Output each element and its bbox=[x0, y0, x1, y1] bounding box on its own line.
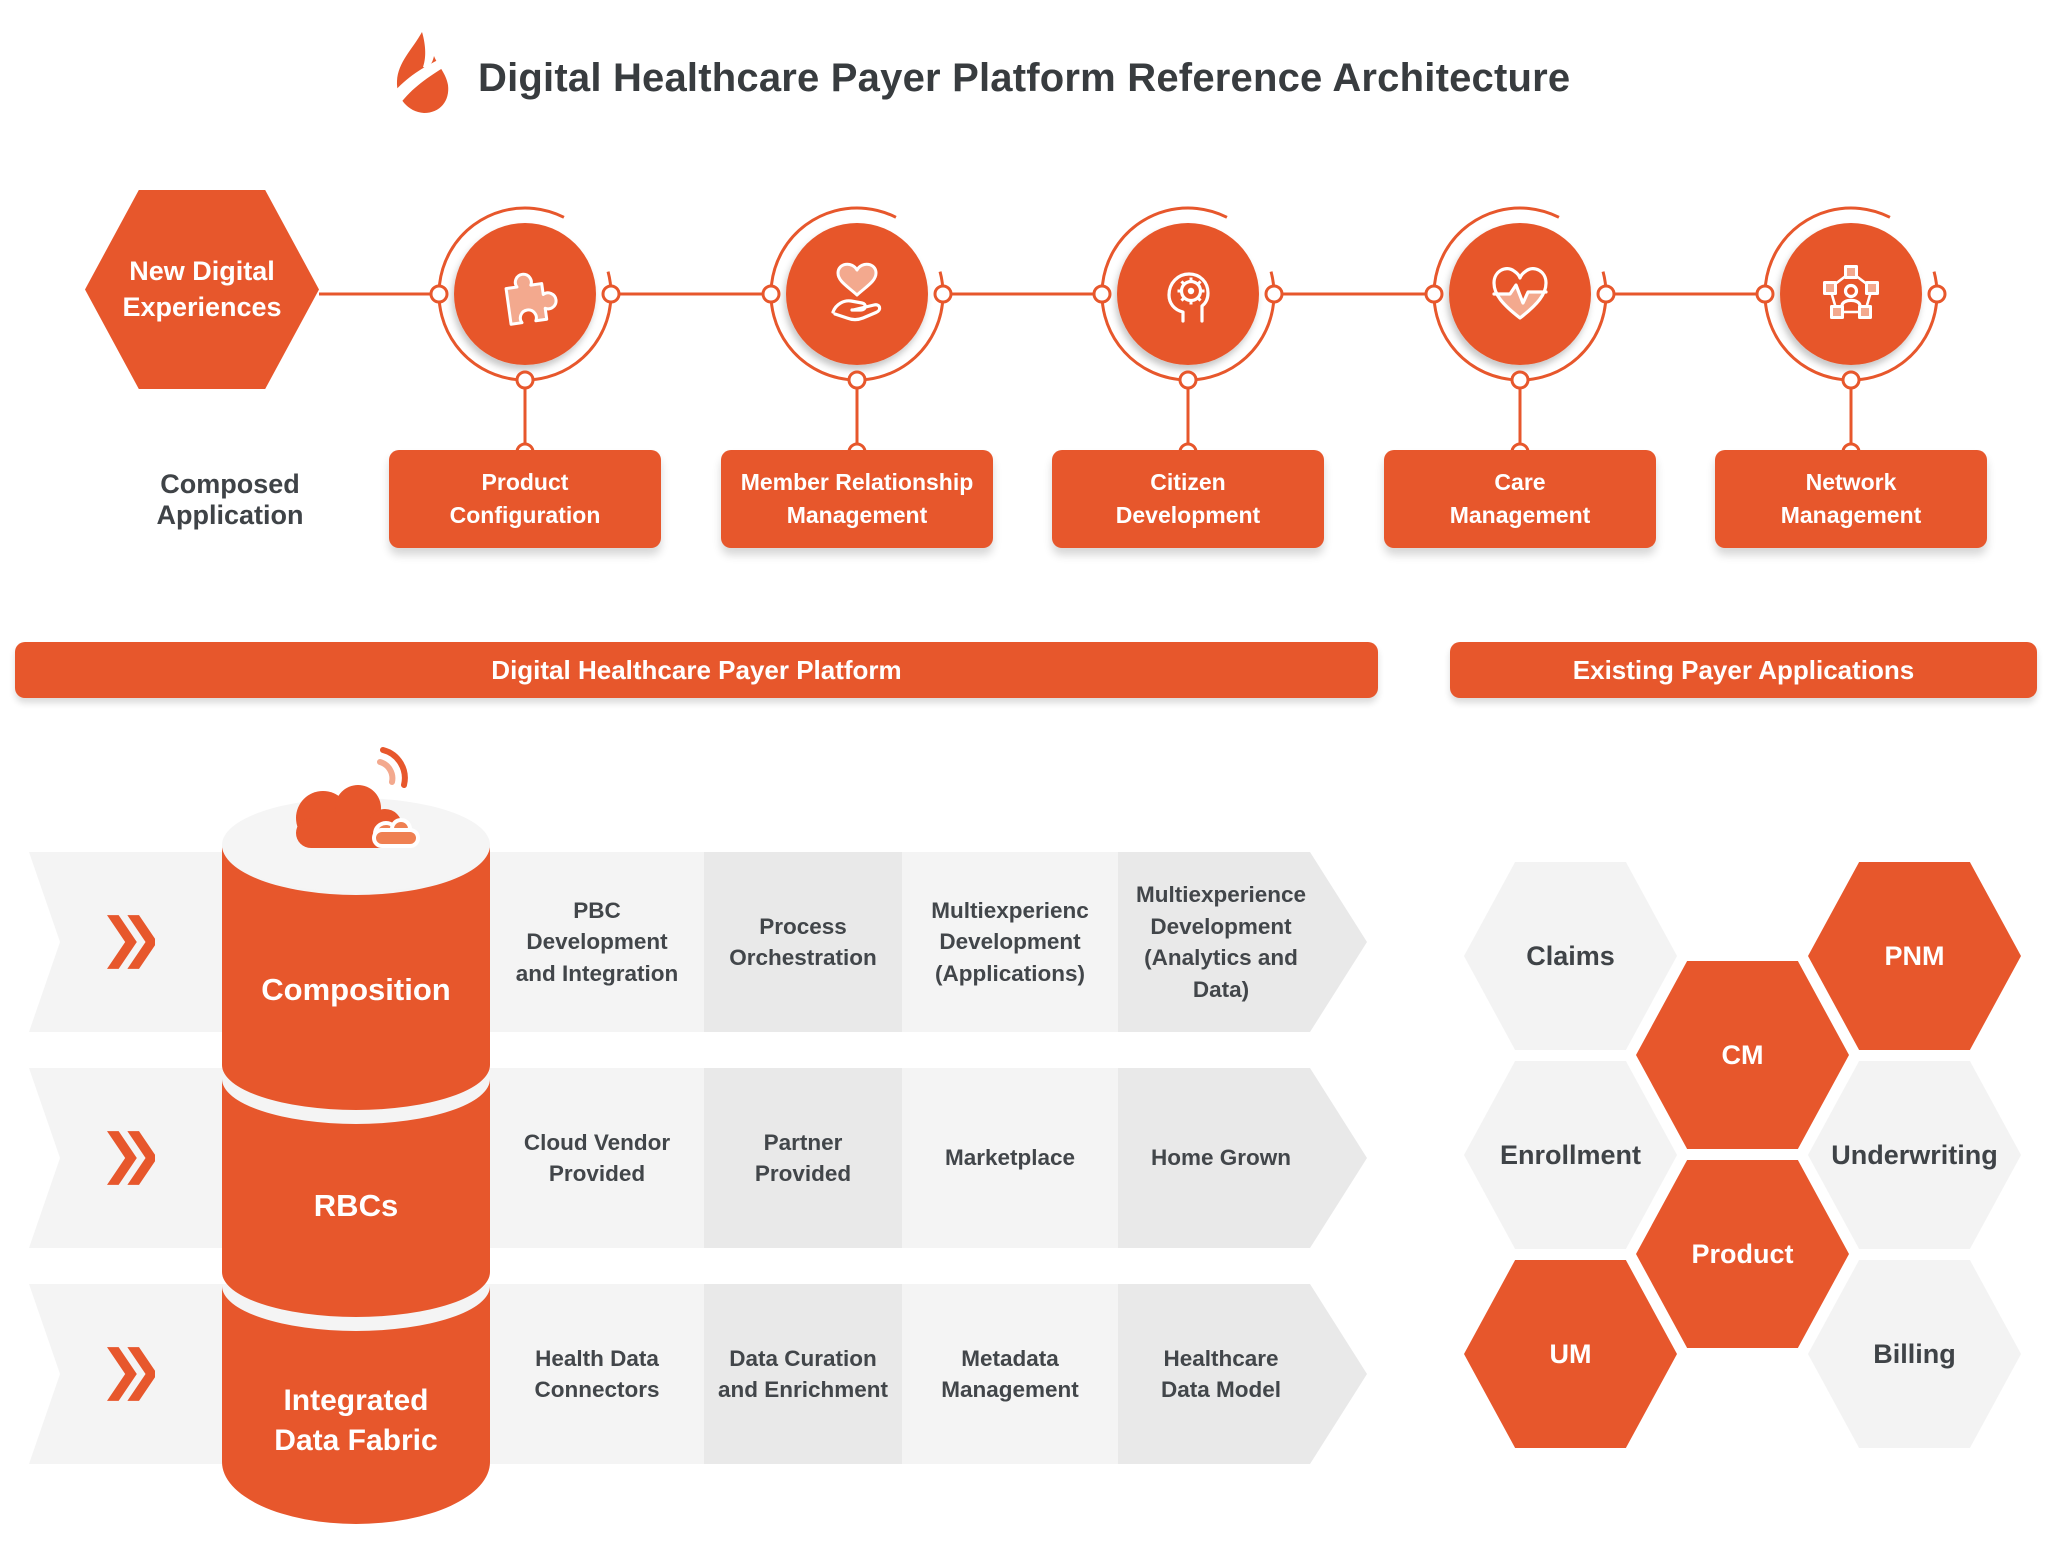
head-gear-icon bbox=[1167, 272, 1210, 323]
cell-bg-arrow bbox=[1118, 1284, 1367, 1464]
cell-label: Metadata Management bbox=[941, 1345, 1079, 1403]
cylinder-label-composition: Composition bbox=[261, 972, 451, 1008]
network-people-icon bbox=[1823, 265, 1879, 319]
cell-bg-arrow bbox=[1118, 852, 1367, 1032]
app-box-network-management: Network Management bbox=[1715, 450, 1987, 548]
cell-label: PBC Development and Integration bbox=[515, 897, 679, 986]
new-digital-experiences-hexagon: New Digital Experiences bbox=[85, 190, 319, 389]
hex-enrollment: Enrollment bbox=[1464, 1061, 1677, 1249]
platform-cylinder bbox=[222, 747, 490, 1524]
hex-pnm: PNM bbox=[1808, 862, 2021, 1050]
flow-connector-svg bbox=[319, 206, 1947, 462]
app-box-product-configuration: Product Configuration bbox=[389, 450, 661, 548]
cell-label: Partner Provided bbox=[754, 1129, 852, 1187]
signal-waves-icon bbox=[377, 747, 408, 788]
cell-bg bbox=[704, 1068, 902, 1248]
cylinder-label-integrated-data-fabric: Integrated Data Fabric bbox=[274, 1383, 438, 1458]
network-nodes bbox=[1823, 265, 1879, 319]
app-box-member-relationship-management: Member Relationship Management bbox=[721, 450, 993, 548]
double-chevron-icon bbox=[107, 1131, 155, 1185]
gear-teeth bbox=[1177, 277, 1205, 305]
cell-label: Multiexperience Development (Analytics a… bbox=[1135, 882, 1307, 1002]
small-cloud-icon bbox=[372, 818, 420, 848]
hex-product: Product bbox=[1636, 1160, 1849, 1348]
cell-label: Marketplace bbox=[944, 1145, 1076, 1171]
hex-um: UM bbox=[1464, 1260, 1677, 1448]
cylinder-label-rbcs: RBCs bbox=[313, 1188, 399, 1224]
page-title: Digital Healthcare Payer Platform Refere… bbox=[478, 56, 1571, 100]
cell-bg bbox=[704, 852, 902, 1032]
double-chevron-icon bbox=[107, 915, 155, 969]
cell-label: Healthcare Data Model bbox=[1160, 1345, 1281, 1403]
cell-bg-arrow bbox=[1118, 1068, 1367, 1248]
hex-cm: CM bbox=[1636, 961, 1849, 1149]
cell-label: Data Curation and Enrichment bbox=[717, 1345, 889, 1403]
hand-heart-icon bbox=[831, 262, 882, 322]
cloud-icon bbox=[296, 747, 420, 848]
banner-digital-healthcare-payer-platform: Digital Healthcare Payer Platform bbox=[15, 642, 1378, 698]
cell-bg bbox=[704, 1284, 902, 1464]
hex-claims: Claims bbox=[1464, 862, 1677, 1050]
cell-label: Home Grown bbox=[1150, 1145, 1291, 1171]
hex-billing: Billing bbox=[1808, 1260, 2021, 1448]
cell-label: Cloud Vendor Provided bbox=[523, 1129, 671, 1187]
flame-logo-icon bbox=[392, 32, 449, 113]
cell-label: Health Data Connectors bbox=[534, 1345, 660, 1403]
app-box-care-management: Care Management bbox=[1384, 450, 1656, 548]
double-chevron-icon bbox=[107, 1347, 155, 1401]
cell-label: Process Orchestration bbox=[729, 913, 877, 971]
connector-nodes bbox=[429, 284, 1947, 462]
banner-existing-payer-applications: Existing Payer Applications bbox=[1450, 642, 2037, 698]
flow-lines bbox=[319, 292, 1853, 452]
puzzle-icon bbox=[504, 272, 558, 326]
app-box-citizen-development: Citizen Development bbox=[1052, 450, 1324, 548]
composed-application-label: Composed Application bbox=[156, 469, 304, 530]
cell-label: Multiexperienc Development (Applications… bbox=[931, 897, 1089, 986]
hex-underwriting: Underwriting bbox=[1808, 1061, 2021, 1249]
